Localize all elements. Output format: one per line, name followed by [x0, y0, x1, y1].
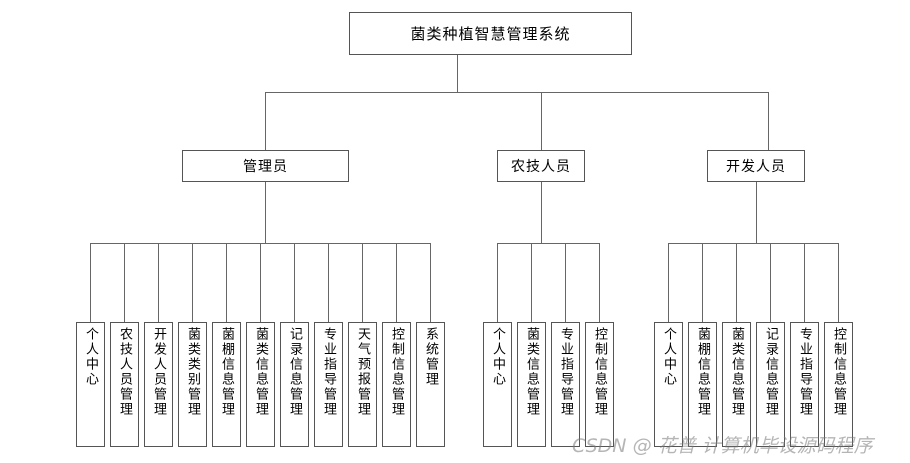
leaf-agritech-0: 个人中心: [483, 322, 512, 447]
connector-admin-leaf-10: [430, 243, 431, 322]
connector-admin-stem: [265, 182, 266, 243]
leaf-admin-9: 控制信息管理: [382, 322, 411, 447]
connector-developer-leaf-1: [702, 243, 703, 322]
leaf-agritech-3: 控制信息管理: [585, 322, 614, 447]
connector-admin-leaf-3: [192, 243, 193, 322]
leaf-admin-10: 系统管理: [416, 322, 445, 447]
connector-admin-leaf-5: [260, 243, 261, 322]
connector-level1-bus: [265, 92, 768, 93]
connector-admin-leaf-0: [90, 243, 91, 322]
connector-agritech-leaf-0: [497, 243, 498, 322]
leaf-admin-5: 菌类信息管理: [246, 322, 275, 447]
leaf-developer-0: 个人中心: [654, 322, 683, 447]
connector-drop-agritech: [541, 92, 542, 150]
leaf-developer-1: 菌棚信息管理: [688, 322, 717, 447]
connector-admin-leaf-1: [124, 243, 125, 322]
connector-developer-leaf-3: [770, 243, 771, 322]
leaf-developer-4: 专业指导管理: [790, 322, 819, 447]
connector-drop-admin: [265, 92, 266, 150]
leaf-developer-3: 记录信息管理: [756, 322, 785, 447]
role-node-agritech: 农技人员: [497, 150, 585, 182]
role-node-admin: 管理员: [182, 150, 349, 182]
leaf-admin-3: 菌类类别管理: [178, 322, 207, 447]
leaf-admin-7: 专业指导管理: [314, 322, 343, 447]
connector-developer-stem: [756, 182, 757, 243]
connector-root-drop: [457, 55, 458, 92]
connector-developer-leaf-2: [736, 243, 737, 322]
leaf-admin-8: 天气预报管理: [348, 322, 377, 447]
connector-admin-leaf-8: [362, 243, 363, 322]
connector-drop-developer: [768, 92, 769, 150]
connector-developer-leaf-5: [838, 243, 839, 322]
connector-admin-leaf-4: [226, 243, 227, 322]
connector-agritech-leaf-3: [599, 243, 600, 322]
connector-admin-leaf-9: [396, 243, 397, 322]
connector-admin-leaf-6: [294, 243, 295, 322]
connector-admin-leaf-7: [328, 243, 329, 322]
connector-developer-bus: [668, 243, 839, 244]
root-node: 菌类种植智慧管理系统: [349, 12, 632, 55]
connector-admin-leaf-2: [158, 243, 159, 322]
leaf-developer-5: 控制信息管理: [824, 322, 853, 447]
leaf-agritech-1: 菌类信息管理: [517, 322, 546, 447]
leaf-admin-1: 农技人员管理: [110, 322, 139, 447]
connector-developer-leaf-0: [668, 243, 669, 322]
leaf-admin-6: 记录信息管理: [280, 322, 309, 447]
leaf-agritech-2: 专业指导管理: [551, 322, 580, 447]
leaf-admin-2: 开发人员管理: [144, 322, 173, 447]
role-node-developer: 开发人员: [707, 150, 805, 182]
leaf-admin-0: 个人中心: [76, 322, 105, 447]
connector-agritech-leaf-1: [531, 243, 532, 322]
leaf-developer-2: 菌类信息管理: [722, 322, 751, 447]
connector-agritech-leaf-2: [565, 243, 566, 322]
leaf-admin-4: 菌棚信息管理: [212, 322, 241, 447]
connector-agritech-stem: [541, 182, 542, 243]
connector-agritech-bus: [497, 243, 600, 244]
connector-developer-leaf-4: [804, 243, 805, 322]
